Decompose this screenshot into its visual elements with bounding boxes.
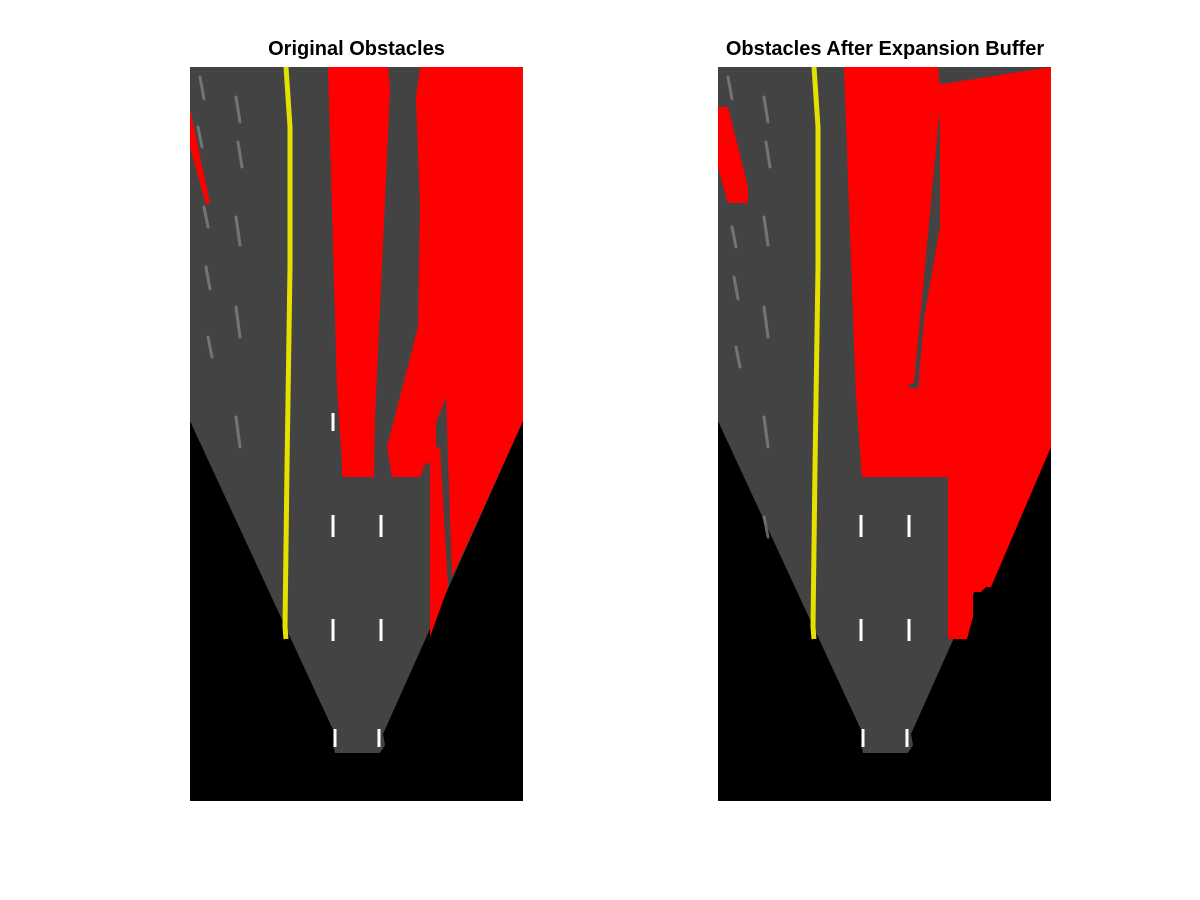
center-line — [810, 67, 821, 640]
panel-title-original-obstacles: Original Obstacles — [268, 38, 445, 60]
obstacle-right — [387, 67, 523, 577]
bird-eye-view-right — [718, 67, 1051, 801]
obstacle-expanded-merged — [844, 67, 1051, 639]
panel-title-expanded-obstacles: Obstacles After Expansion Buffer — [725, 38, 1045, 60]
expanded-obstacles-image — [718, 67, 1051, 801]
lane-streaks — [726, 75, 772, 539]
lane-dashes — [331, 413, 383, 747]
obstacle-left-edge — [190, 109, 210, 205]
obstacle-left-edge-expanded — [718, 107, 748, 203]
obstacle-center — [328, 67, 390, 477]
obstacle-right-strip — [430, 447, 448, 637]
obstacles-expanded — [718, 67, 1051, 639]
lane-streaks — [196, 75, 244, 449]
bird-eye-view-left — [190, 67, 523, 801]
original-obstacles-image — [190, 67, 523, 801]
obstacles-original — [190, 67, 523, 637]
center-line — [282, 67, 293, 640]
